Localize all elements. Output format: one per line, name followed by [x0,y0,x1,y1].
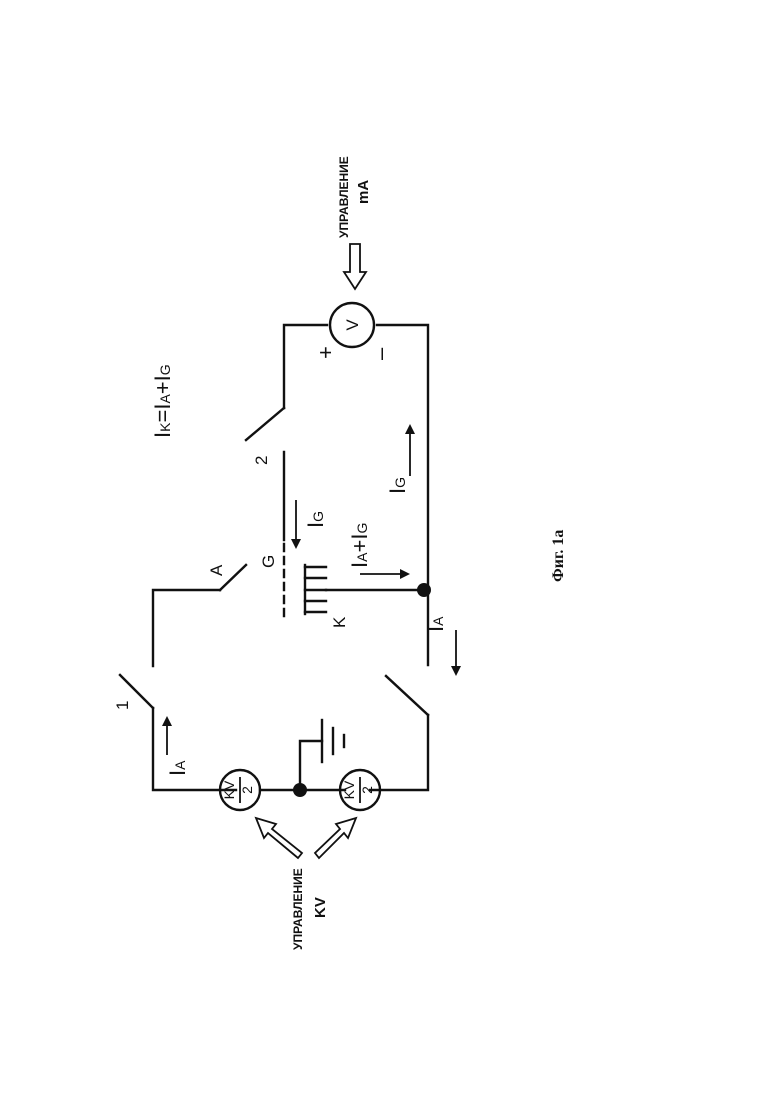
label-minus: – [368,347,393,360]
svg-text:IK=IA+IG: IK=IA+IG [150,364,175,438]
svg-text:IG: IG [303,511,328,528]
switch-2-blade [246,408,284,440]
svg-text:IG: IG [385,477,410,494]
voltage-source-v: V [330,303,374,347]
label-ia-plus-ig: IA+IG [347,523,372,568]
label-ig-upper: IG [303,511,328,528]
svg-text:IA+IG: IA+IG [347,523,372,568]
kv1-denominator: 2 [239,786,255,794]
ground-symbol [322,720,344,762]
wire-v-to-switch2 [284,325,327,408]
control-ma-word: УПРАВЛЕНИЕ [337,156,351,238]
kv-source-1: KV 2 [220,770,260,810]
wire-switch1-to-anode [153,590,220,666]
label-anode: A [207,564,226,576]
label-cathode: K [330,616,349,628]
cathode-comb [305,565,326,614]
v-label: V [343,319,362,331]
rotated-diagram: KV 2 KV 2 V 1 2 A [113,156,567,950]
control-kv-word: УПРАВЛЕНИЕ [291,868,305,950]
svg-text:IA: IA [165,760,190,776]
kv1-numerator: KV [221,780,237,799]
figure-caption: Фиг. 1а [550,530,567,582]
control-arrow-kv1 [256,818,302,858]
control-arrow-kv2 [315,818,356,858]
control-ma-unit: mA [355,180,372,204]
kv-source-2: KV 2 [340,770,380,810]
kv2-numerator: KV [341,780,357,799]
control-arrow-ma [344,244,366,289]
ground-wire [300,741,322,790]
label-switch-1: 1 [113,701,132,710]
label-ia-bottom: IA [423,616,448,632]
label-equation: IK=IA+IG [150,364,175,438]
label-ia-left: IA [165,760,190,776]
kv2-denominator: 2 [359,786,375,794]
wire-junction-to-v [377,325,428,590]
label-plus: + [313,346,338,359]
svg-text:IA: IA [423,616,448,632]
label-grid: G [259,555,278,568]
wire-kv2-bottom [370,715,428,790]
label-ig-right: IG [385,477,410,494]
switch-bottom-blade [386,676,428,715]
control-kv-unit: KV [312,897,329,918]
label-switch-2: 2 [252,456,271,465]
